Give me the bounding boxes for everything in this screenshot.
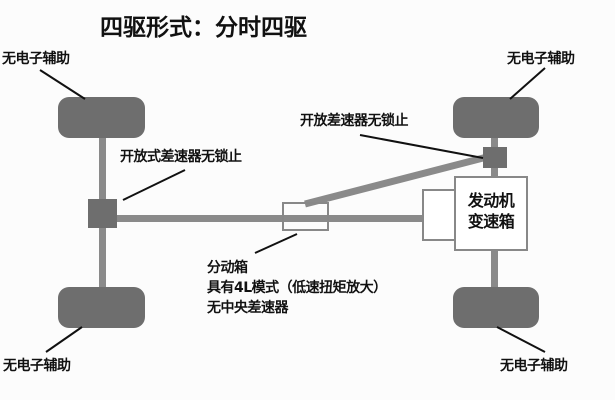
label-rear-left-wheel: 无电子辅助	[3, 358, 71, 374]
transfer-case-line1: 分动箱	[207, 260, 248, 276]
engine-line1: 发动机	[467, 191, 515, 210]
rear-differential	[88, 199, 117, 228]
diagram-title: 四驱形式：分时四驱	[100, 15, 307, 41]
engine-line2: 变速箱	[467, 212, 515, 231]
label-front-right-wheel: 无电子辅助	[507, 51, 575, 67]
transfer-case-line2: 具有4L模式（低速扭矩放大）	[207, 280, 387, 296]
wheel-rear-left	[58, 287, 145, 328]
transfer-case	[282, 202, 329, 231]
front-differential	[483, 147, 507, 168]
wheel-front-right	[453, 97, 539, 138]
wheel-front-left	[58, 97, 145, 138]
wheel-rear-right	[453, 287, 539, 328]
label-rear-differential: 开放式差速器无锁止	[120, 149, 242, 165]
label-transfer-case: 分动箱 具有4L模式（低速扭矩放大） 无中央差速器	[207, 258, 387, 318]
label-front-left-wheel: 无电子辅助	[2, 51, 70, 67]
gearbox-block	[422, 189, 457, 241]
rear-driveshaft	[115, 215, 425, 222]
front-driveshaft	[304, 153, 488, 208]
leader-lines	[39, 67, 546, 353]
label-rear-right-wheel: 无电子辅助	[500, 358, 568, 374]
transfer-case-line3: 无中央差速器	[207, 300, 288, 316]
label-front-differential: 开放差速器无锁止	[300, 113, 409, 129]
label-engine: 发动机 变速箱	[458, 190, 524, 232]
engine-block	[454, 176, 528, 251]
